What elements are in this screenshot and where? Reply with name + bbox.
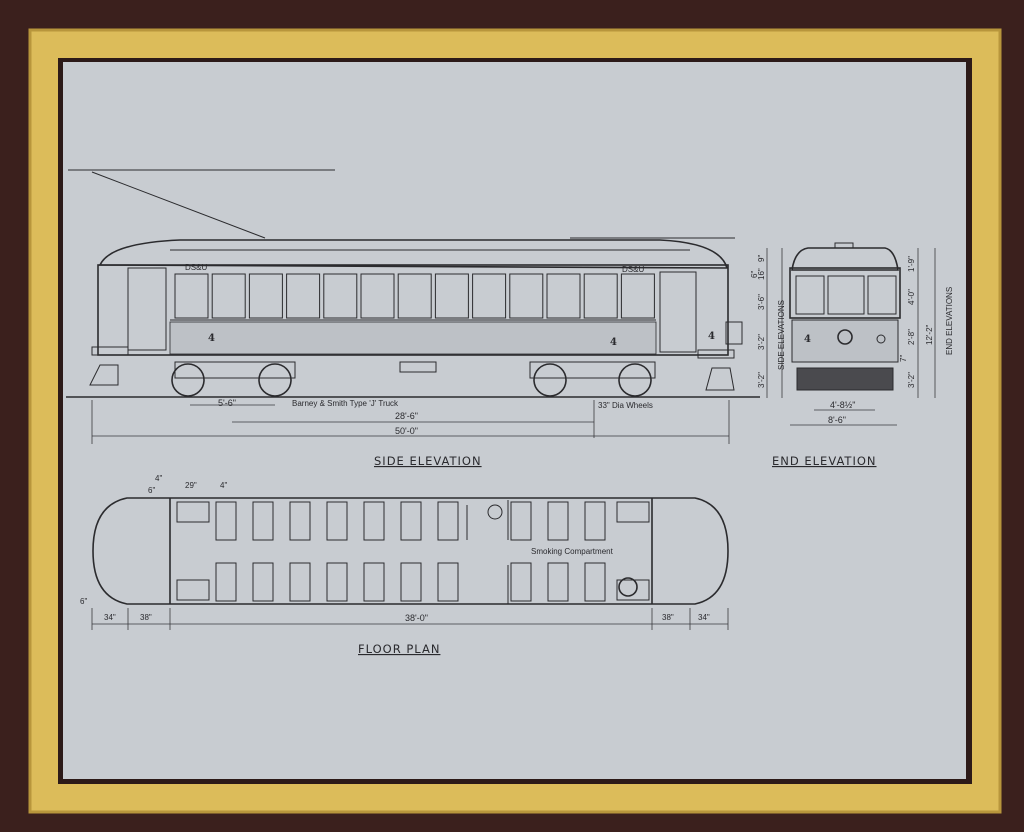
end-elevations-label: END ELEVATIONS bbox=[945, 287, 954, 355]
side-elevations-label: SIDE ELEVATIONS bbox=[777, 300, 786, 370]
seat bbox=[437, 501, 459, 541]
door-left bbox=[127, 267, 167, 351]
lower-panel bbox=[169, 321, 657, 355]
seat bbox=[215, 562, 237, 602]
side-elevation-title: SIDE ELEVATION bbox=[374, 454, 482, 468]
seat bbox=[252, 562, 274, 602]
seat bbox=[363, 562, 385, 602]
dim-left-0: 6" bbox=[750, 271, 759, 278]
dim-left-5: 3'-2" bbox=[757, 372, 766, 388]
dim-left-3: 3'-6" bbox=[757, 294, 766, 310]
seat bbox=[584, 562, 606, 602]
side-window bbox=[397, 273, 432, 319]
seat bbox=[400, 562, 422, 602]
dim-overall-length: 50'-0" bbox=[395, 426, 418, 436]
seat bbox=[547, 562, 569, 602]
smoking-compartment-label: Smoking Compartment bbox=[531, 547, 614, 556]
side-window bbox=[620, 273, 655, 319]
dim-right-2: 2'-8" bbox=[907, 329, 916, 345]
dim-truck-wheelbase: 5'-6" bbox=[218, 398, 236, 408]
seat bbox=[510, 562, 532, 602]
side-window bbox=[248, 273, 283, 319]
end-car-number: 4 bbox=[804, 334, 811, 345]
side-window bbox=[509, 273, 544, 319]
dim-right-4: 3'-2" bbox=[907, 372, 916, 388]
dim-top-0: 4" bbox=[155, 474, 162, 483]
car-number-left: 4 bbox=[208, 333, 215, 344]
wheel-note: 33" Dia Wheels bbox=[598, 401, 653, 410]
dim-width: 8'-6" bbox=[828, 415, 846, 425]
dim-bottom-2: 38" bbox=[140, 613, 152, 622]
car-lettering-left: DS&U bbox=[185, 263, 207, 272]
seat bbox=[363, 501, 385, 541]
side-window bbox=[472, 273, 507, 319]
floor-plan-title: FLOOR PLAN bbox=[358, 642, 440, 656]
side-window bbox=[174, 273, 209, 319]
trolley-pole bbox=[91, 171, 266, 239]
dim-bottom-0: 6" bbox=[80, 597, 87, 606]
side-window bbox=[360, 273, 395, 319]
seat bbox=[326, 501, 348, 541]
paper bbox=[63, 62, 966, 779]
side-window bbox=[583, 273, 618, 319]
seat bbox=[437, 562, 459, 602]
roof bbox=[98, 239, 729, 269]
truck-note: Barney & Smith Type 'J' Truck bbox=[292, 399, 399, 408]
truck-front bbox=[171, 361, 296, 397]
seat bbox=[289, 501, 311, 541]
car-number-right: 4 bbox=[610, 337, 617, 348]
dim-left-4: 3'-2" bbox=[757, 334, 766, 350]
side-elevation: DS&U DS&U 4 4 4 5'-6" Barney & Smith Typ… bbox=[66, 169, 760, 468]
seat bbox=[510, 501, 532, 541]
dim-right-1: 4'-0" bbox=[907, 289, 916, 305]
dim-left-2: 16" bbox=[757, 268, 766, 280]
car-lettering-right: DS&U bbox=[622, 265, 644, 274]
car-body bbox=[97, 264, 729, 356]
end-truck bbox=[796, 367, 894, 391]
seat bbox=[326, 562, 348, 602]
dim-top-3: 4" bbox=[220, 481, 227, 490]
dim-bottom-5: 34" bbox=[698, 613, 710, 622]
side-window bbox=[211, 273, 246, 319]
dim-left-1: 9" bbox=[757, 255, 766, 262]
seat bbox=[289, 562, 311, 602]
car-number-end: 4 bbox=[708, 331, 715, 342]
side-window bbox=[434, 273, 469, 319]
dim-top-1: 6" bbox=[148, 486, 155, 495]
seat bbox=[400, 501, 422, 541]
dim-truck-centers: 28'-6" bbox=[395, 411, 418, 421]
dim-right-3: 7" bbox=[899, 355, 908, 362]
dim-bottom-4: 38" bbox=[662, 613, 674, 622]
side-window bbox=[286, 273, 321, 319]
seat bbox=[176, 501, 210, 523]
seat bbox=[616, 501, 650, 523]
door-right bbox=[659, 271, 697, 353]
seat bbox=[547, 501, 569, 541]
dim-right-0: 1'-9" bbox=[907, 256, 916, 272]
seat bbox=[176, 579, 210, 601]
dim-top-2: 29" bbox=[185, 481, 197, 490]
end-elevation-title: END ELEVATION bbox=[772, 454, 877, 468]
truck-rear bbox=[529, 361, 656, 397]
floor-plan: Smoking Compartment 4" 6" 29" 4" 6" 34" … bbox=[80, 474, 729, 656]
dim-bottom-3: 38'-0" bbox=[405, 613, 428, 623]
dim-gauge: 4'-8½" bbox=[830, 400, 855, 410]
side-window bbox=[546, 273, 581, 319]
seat bbox=[584, 501, 606, 541]
floor-outline bbox=[92, 497, 729, 605]
seat bbox=[252, 501, 274, 541]
dim-right-5: 12'-2" bbox=[925, 324, 934, 345]
seat bbox=[215, 501, 237, 541]
dim-bottom-1: 34" bbox=[104, 613, 116, 622]
side-window bbox=[323, 273, 358, 319]
end-elevation: 4 4'-8½" 8'-6" 6" 9" 16" 3'-6" 3'-2" 3'-… bbox=[750, 242, 954, 468]
